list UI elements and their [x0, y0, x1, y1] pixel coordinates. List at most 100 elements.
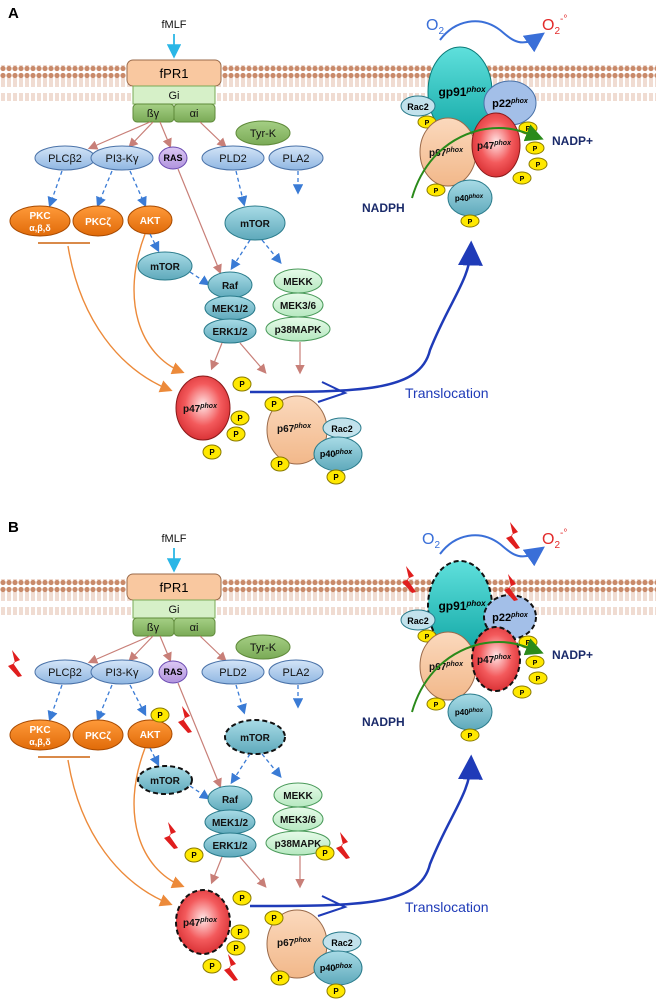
phospho-p-12 — [512, 171, 532, 185]
plcb2-label: PLCβ2 — [48, 153, 82, 165]
arrow-pi3k-pkcz — [96, 684, 113, 722]
phospho-p-6 — [270, 456, 290, 472]
tyr-k-label: Tyr-K — [250, 128, 277, 140]
akt-label: AKT — [140, 216, 161, 227]
lightning-icon — [336, 832, 350, 859]
arrow-mtor-raf-left — [189, 785, 211, 800]
alpha-i-label: αi — [190, 622, 199, 634]
nadph-arrow — [411, 124, 544, 199]
translocation-arrow — [249, 240, 483, 394]
lightning-icon — [504, 574, 518, 601]
rac2-label: Rac2 — [331, 424, 353, 434]
phospho-p-label: P — [434, 188, 439, 195]
gi-label: Gi — [169, 604, 180, 616]
pkc-isoforms-label: α,β,δ — [29, 737, 51, 747]
translocation-chevron — [317, 381, 348, 403]
mtor-node-upper — [224, 719, 286, 755]
fmlf-label: fMLF — [161, 19, 186, 31]
mekk-label: MEKK — [283, 277, 313, 288]
pi3k-node — [90, 145, 154, 171]
rac2-membrane-label: Rac2 — [407, 102, 429, 112]
nadp-label: NADP+ — [552, 648, 593, 662]
arrow-erk-p67 — [239, 342, 267, 374]
p47phox-label: p47phox — [183, 403, 218, 415]
o2-label: O2 — [422, 531, 440, 551]
nadp-label: NADP+ — [552, 134, 593, 148]
arrow-ai-pld2 — [199, 121, 227, 148]
p38mapk-label: p38MAPK — [275, 839, 322, 850]
p67phox-label: p67phox — [277, 937, 312, 949]
ras-label: RAS — [163, 153, 182, 163]
phospho-p-akt — [150, 707, 170, 723]
pld2-label: PLD2 — [219, 153, 247, 165]
ras-label: RAS — [163, 667, 182, 677]
phospho-p-7 — [326, 983, 346, 999]
arrow-plcb2-pkc — [47, 684, 63, 722]
phospho-p-2 — [230, 924, 250, 940]
p40phox-label: p40phox — [320, 449, 353, 459]
p38mapk-node — [265, 316, 331, 342]
pi3k-node — [90, 659, 154, 685]
arrow-gbg-pi3k — [128, 121, 154, 148]
p67phox-label: p67phox — [277, 423, 312, 435]
mek12-label: MEK1/2 — [212, 304, 249, 315]
arrow-mtor-mekk — [261, 239, 282, 265]
arrow-plcb2-pkc — [47, 170, 63, 208]
translocation-label: Translocation — [405, 385, 489, 401]
phospho-p-10 — [525, 655, 545, 669]
phospho-p-label: P — [191, 851, 197, 860]
superoxide-label: O2-° — [542, 14, 567, 37]
phospho-p-5 — [264, 910, 284, 926]
arrow-pld2-mtor — [235, 684, 247, 715]
arrow-gbg-ras — [159, 121, 172, 149]
p40phox-label: p40phox — [320, 963, 353, 973]
phospho-p-label: P — [233, 430, 239, 439]
rac2-label: Rac2 — [331, 938, 353, 948]
o2-label: O2 — [426, 17, 444, 37]
arrow-mtor-raf — [230, 239, 251, 271]
gi-protein — [132, 85, 216, 105]
o2-conversion-arrow — [439, 534, 545, 567]
raf-label: Raf — [222, 795, 239, 806]
phospho-p-label: P — [271, 914, 277, 923]
o2-conversion-arrow — [439, 20, 545, 53]
phospho-p-11 — [528, 157, 548, 171]
p22phox-label: p22phox — [492, 612, 529, 624]
lightning-icon — [164, 822, 178, 849]
phospho-p-label: P — [209, 962, 215, 971]
pi3k-label: PI3-Kγ — [105, 667, 139, 679]
phospho-p-label: P — [277, 974, 283, 983]
p38mapk-label: p38MAPK — [275, 325, 322, 336]
lightning-icon — [178, 706, 192, 733]
phospho-p-label: P — [157, 711, 163, 720]
pkcz-node — [72, 719, 124, 751]
pi3k-label: PI3-Kγ — [105, 153, 139, 165]
panel-a-label: A — [8, 5, 19, 22]
pkcz-node — [72, 205, 124, 237]
translocation-arrow — [249, 754, 483, 908]
cell-membrane — [0, 65, 656, 101]
pkc-label: PKC — [29, 725, 50, 736]
mtor-lower-label: mTOR — [150, 776, 181, 787]
phospho-p-2 — [230, 410, 250, 426]
phospho-p-1 — [232, 890, 252, 906]
arrow-gbg-pi3k — [128, 635, 154, 662]
phospho-p-label: P — [333, 987, 339, 996]
phospho-p-5 — [264, 396, 284, 412]
phospho-p-label: P — [434, 702, 439, 709]
translocation-chevron — [317, 895, 348, 917]
rac2-node-membrane — [400, 609, 436, 631]
phospho-p-4 — [202, 958, 222, 974]
erk12-label: ERK1/2 — [212, 841, 247, 852]
fpr1-label: fPR1 — [160, 580, 189, 595]
phospho-p-label: P — [425, 634, 430, 641]
phospho-p-label: P — [277, 460, 283, 469]
mtor-lower-label: mTOR — [150, 262, 181, 273]
phospho-p-label: P — [536, 162, 541, 169]
mtor-node-upper — [224, 205, 286, 241]
phospho-p-6 — [270, 970, 290, 986]
pld2-node — [201, 145, 265, 171]
phospho-p-label: P — [209, 448, 215, 457]
p40phox-membrane-label: p40phox — [455, 708, 484, 717]
gi-label: Gi — [169, 90, 180, 102]
